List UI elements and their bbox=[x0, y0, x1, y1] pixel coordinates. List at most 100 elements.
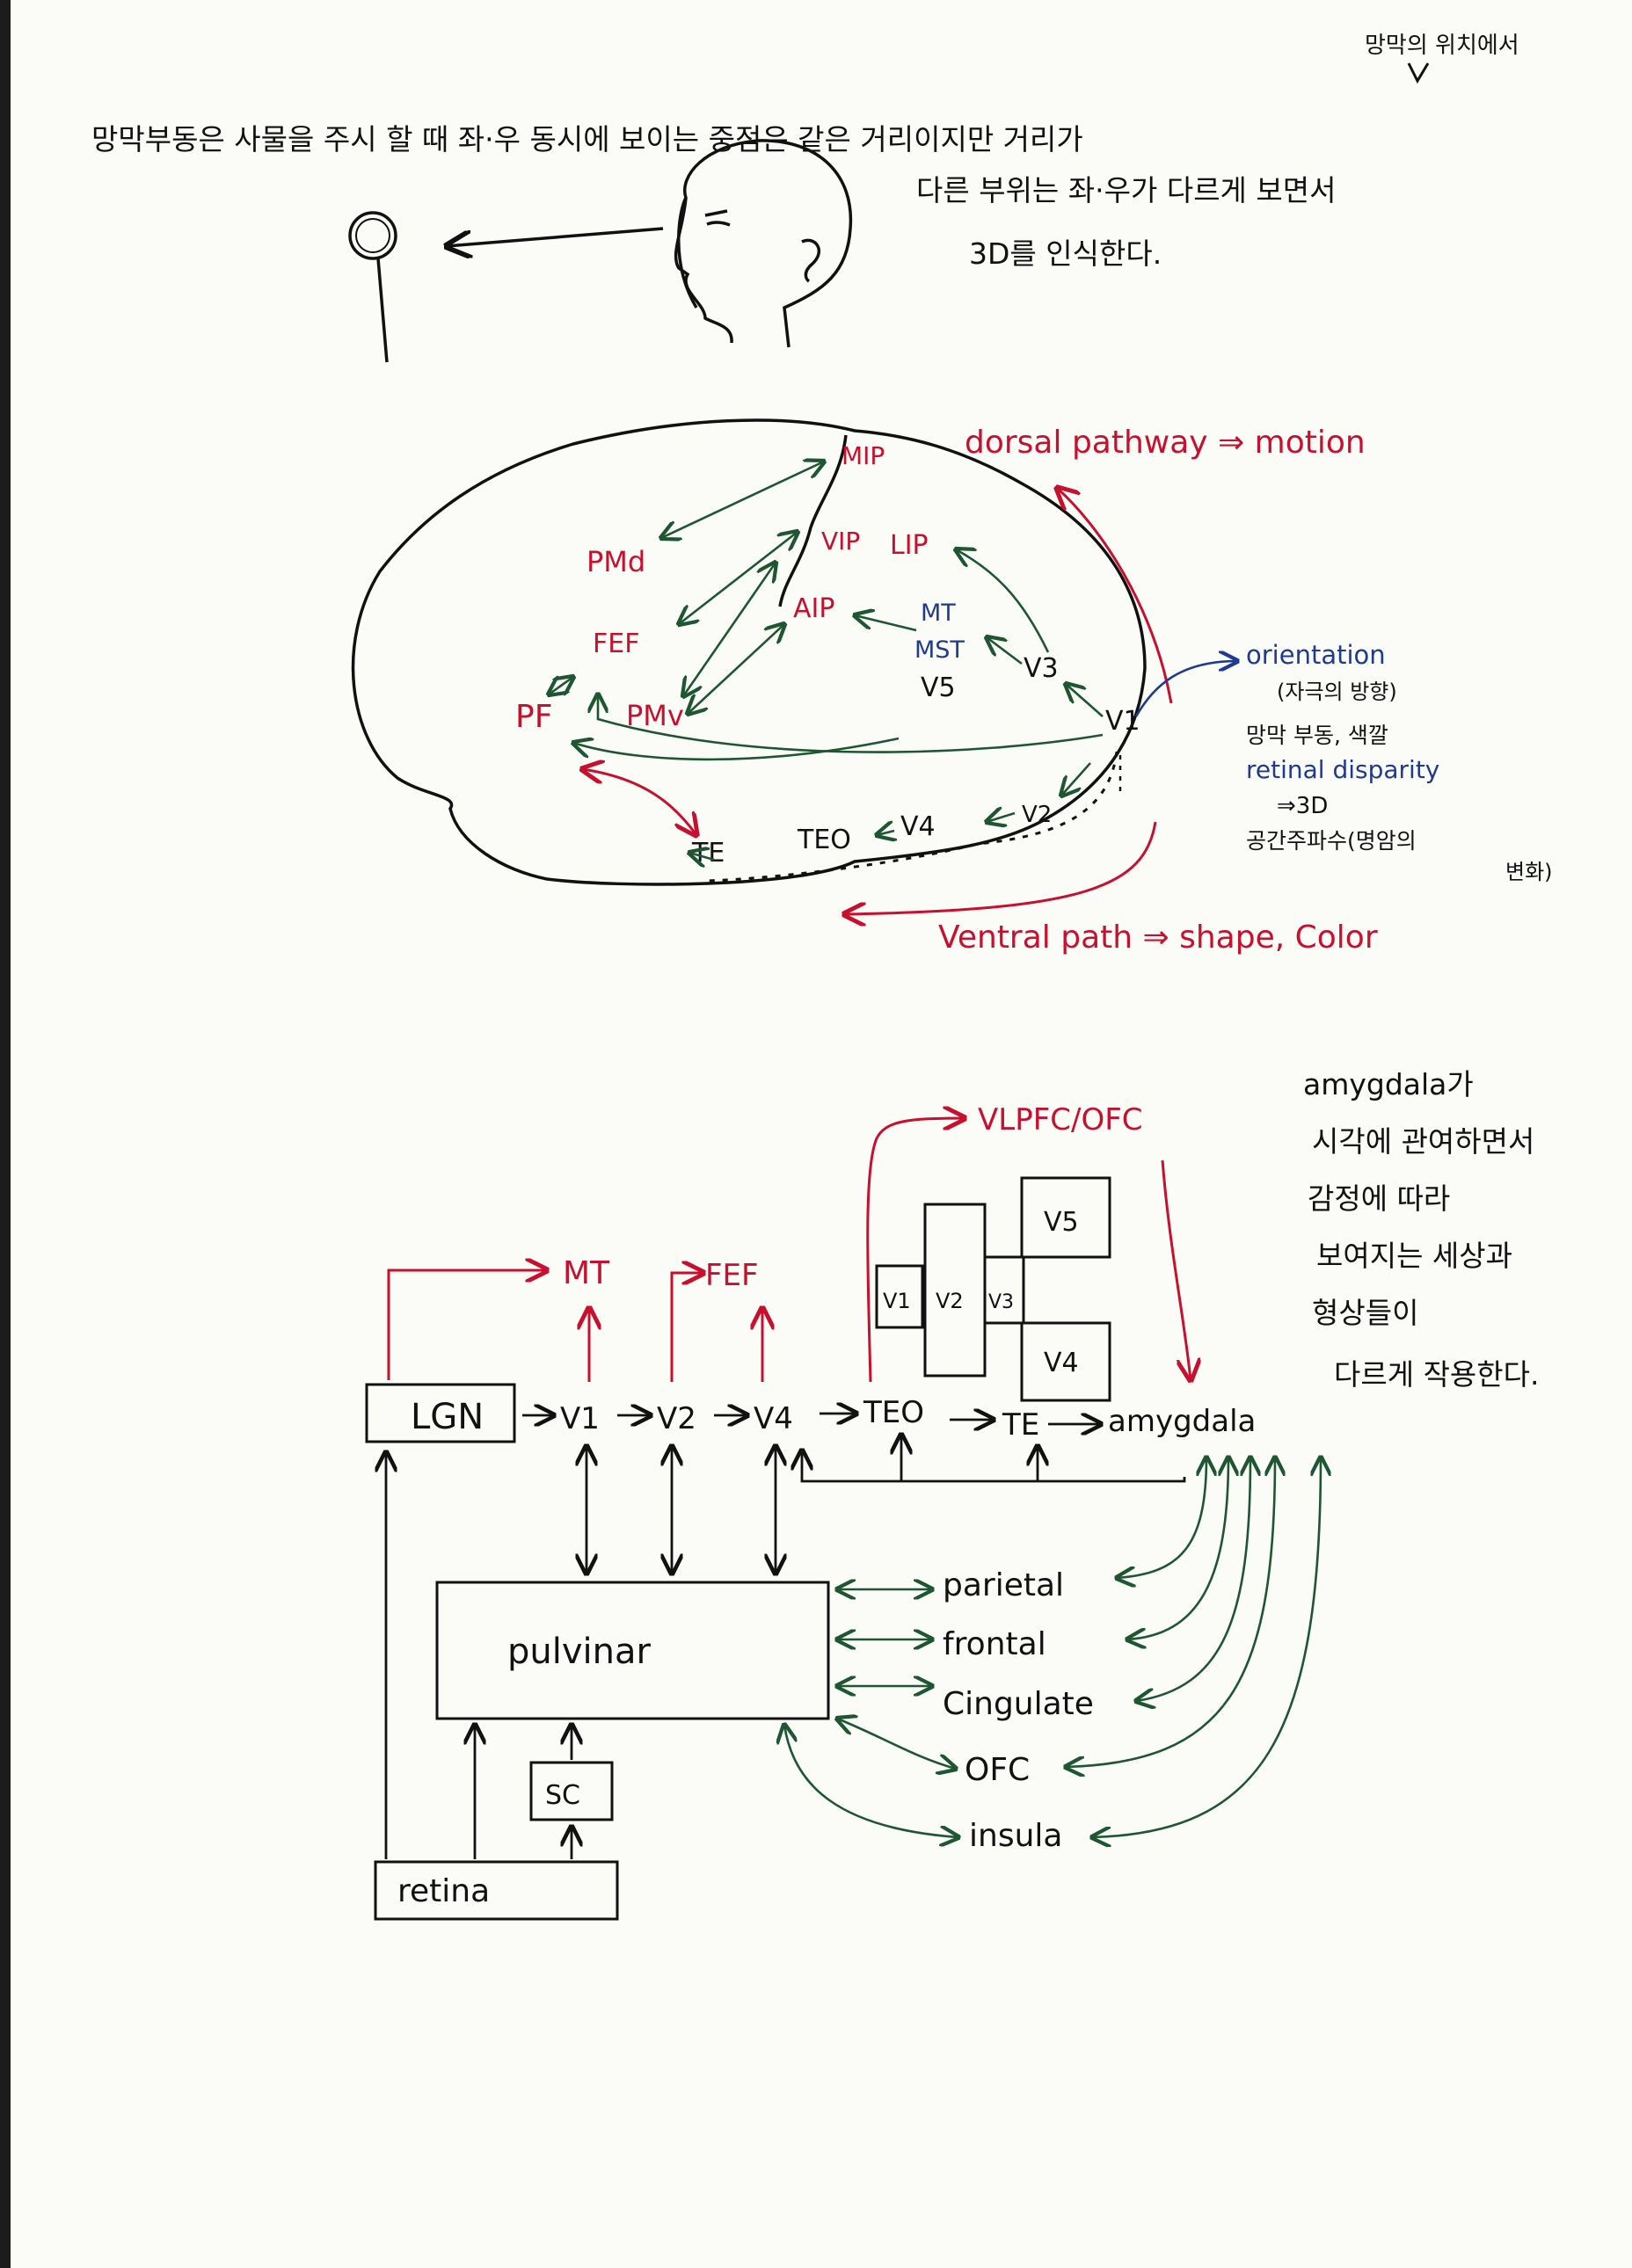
ear-sketch bbox=[801, 238, 820, 283]
flow-sc: SC bbox=[545, 1780, 580, 1811]
label-pmv: PMv bbox=[626, 699, 684, 732]
arrow-v1-v2 bbox=[1061, 762, 1091, 796]
label-v1: V1 bbox=[1105, 706, 1140, 737]
vlpfc-amygdala-arrow bbox=[1161, 1159, 1191, 1380]
box-v4-label: V4 bbox=[1044, 1348, 1079, 1378]
flow-fef: FEF bbox=[705, 1258, 759, 1293]
eye-sketch bbox=[704, 209, 731, 227]
side-note-line-1: amygdala가 bbox=[1303, 1067, 1474, 1101]
label-v4: V4 bbox=[900, 811, 936, 842]
target-stick bbox=[376, 258, 389, 363]
label-v5: V5 bbox=[921, 672, 956, 703]
target-insula: insula bbox=[969, 1818, 1062, 1854]
retina-box bbox=[374, 1860, 619, 1921]
brain-diagram: MIP PMd VIP LIP FEF AIP PF PMv MT MST V5… bbox=[351, 418, 1553, 956]
target-ofc: OFC bbox=[965, 1752, 1030, 1788]
v1-note-disparity-en: retinal disparity bbox=[1246, 755, 1439, 784]
side-note-line-2: 시각에 관여하면서 bbox=[1312, 1124, 1534, 1159]
v1-notes-arrow bbox=[1134, 661, 1237, 717]
label-v3: V3 bbox=[1024, 653, 1059, 684]
label-pf: PF bbox=[515, 699, 552, 735]
v1-note-spatial-frequency-2: 변화) bbox=[1505, 860, 1553, 884]
note-line-1: 망막부동은 사물을 주시 할 때 좌·우 동시에 보이는 중점은 같은 거리이지… bbox=[91, 122, 1083, 156]
flow-amygdala: amygdala bbox=[1108, 1404, 1256, 1439]
side-note-line-3: 감정에 따라 bbox=[1308, 1181, 1450, 1216]
frontal-amygdala-link bbox=[1127, 1457, 1228, 1639]
v1-notes: orientation (자극의 방향) 망막 부동, 색깔 retinal d… bbox=[1246, 640, 1553, 884]
flow-lgn: LGN bbox=[411, 1397, 484, 1437]
brain-outline bbox=[351, 418, 1147, 886]
arrow-pmd-mip bbox=[661, 462, 824, 538]
arrow-teo-te bbox=[689, 853, 715, 860]
flow-te: TE bbox=[1002, 1407, 1039, 1443]
insert-caret bbox=[1407, 62, 1430, 84]
teo-vlpfc-arrow bbox=[866, 1118, 965, 1383]
central-sulcus bbox=[778, 434, 848, 607]
dorsal-arrow bbox=[1057, 488, 1173, 704]
target-parietal: parietal bbox=[943, 1567, 1064, 1603]
arrow-v3-mst bbox=[987, 637, 1023, 665]
sc-box bbox=[529, 1761, 614, 1821]
notebook-page: 망막부동은 사물을 주시 할 때 좌·우 동시에 보이는 중점은 같은 거리이지… bbox=[11, 0, 1632, 2268]
gaze-arrow bbox=[447, 227, 664, 246]
arrow-pmv-aip bbox=[688, 624, 784, 714]
face-profile bbox=[674, 197, 733, 344]
label-v2: V2 bbox=[1022, 802, 1052, 828]
v1-note-disparity-ko: 망막 부동, 색깔 bbox=[1246, 723, 1388, 748]
amygdala-feedback-v4 bbox=[802, 1450, 1186, 1483]
ventral-arrow bbox=[844, 821, 1157, 914]
target-cingulate: Cingulate bbox=[943, 1686, 1094, 1722]
side-note-line-4: 보여지는 세상과 bbox=[1316, 1239, 1512, 1273]
ventral-label: Ventral path ⇒ shape, Color bbox=[938, 920, 1378, 956]
cingulate-amygdala-link bbox=[1136, 1457, 1250, 1701]
dorsal-label: dorsal pathway ⇒ motion bbox=[965, 425, 1366, 461]
flow-teo: TEO bbox=[863, 1395, 924, 1430]
note-insert: 망막의 위치에서 bbox=[1365, 33, 1519, 59]
arrow-fef-vip bbox=[679, 532, 798, 624]
note-line-3: 3D를 인식한다. bbox=[969, 236, 1162, 271]
amygdala-side-note: amygdala가 시각에 관여하면서 감정에 따라 보여지는 세상과 형상들이… bbox=[1303, 1067, 1540, 1392]
note-line-2: 다른 부위는 좌·우가 다르게 보면서 bbox=[916, 173, 1337, 207]
label-mip: MIP bbox=[842, 441, 885, 470]
v1-note-orientation: orientation bbox=[1246, 640, 1386, 670]
box-v4 bbox=[1020, 1321, 1111, 1402]
v1-note-orientation-ko: (자극의 방향) bbox=[1277, 680, 1397, 704]
notes-scene: 망막부동은 사물을 주시 할 때 좌·우 동시에 보이는 중점은 같은 거리이지… bbox=[91, 33, 1553, 1921]
head-profile bbox=[677, 139, 853, 348]
pulvinar-insula-link bbox=[784, 1725, 958, 1837]
lgn-mt-arrow bbox=[387, 1270, 547, 1380]
pulvinar-ofc-link bbox=[837, 1719, 956, 1769]
label-mt: MT bbox=[921, 600, 956, 627]
box-v5 bbox=[1020, 1176, 1111, 1259]
retinal-disparity-note: 망막부동은 사물을 주시 할 때 좌·우 동시에 보이는 중점은 같은 거리이지… bbox=[91, 33, 1519, 271]
flow-diagram: LGN pulvinar SC retina V1 V2 V3 V5 V4 V1… bbox=[365, 1067, 1540, 1921]
box-v2-label: V2 bbox=[936, 1289, 964, 1313]
label-aip: AIP bbox=[793, 593, 834, 624]
flow-retina: retina bbox=[397, 1873, 490, 1909]
target-frontal: frontal bbox=[943, 1626, 1046, 1662]
arrow-v1-fef bbox=[598, 694, 1104, 753]
box-v1 bbox=[875, 1264, 924, 1329]
arrow-v1-v3 bbox=[1066, 684, 1104, 717]
flow-v4: V4 bbox=[754, 1401, 793, 1436]
arrow-mt-aip bbox=[855, 615, 917, 632]
label-mst: MST bbox=[914, 636, 965, 664]
box-v5-label: V5 bbox=[1044, 1207, 1079, 1238]
label-lip: LIP bbox=[890, 530, 929, 561]
pf-te-arrow bbox=[582, 769, 696, 835]
side-note-line-5: 형상들이 bbox=[1312, 1296, 1418, 1330]
target-circle bbox=[348, 211, 397, 260]
eye-target-sketch bbox=[348, 139, 853, 363]
v1-note-spatial-frequency: 공간주파수(명암의 bbox=[1246, 828, 1417, 854]
insula-amygdala-link bbox=[1092, 1457, 1321, 1837]
label-te: TE bbox=[691, 838, 725, 869]
arrow-v2-v4 bbox=[987, 813, 1016, 822]
ventral-dotted-path bbox=[704, 751, 1118, 883]
arrow-fef-pf bbox=[549, 677, 573, 694]
label-fef: FEF bbox=[593, 629, 639, 659]
box-v3 bbox=[983, 1255, 1025, 1325]
label-vip: VIP bbox=[821, 527, 860, 556]
flow-mt: MT bbox=[563, 1255, 610, 1291]
flow-v1: V1 bbox=[560, 1401, 600, 1436]
arrow-v4-teo bbox=[877, 831, 894, 835]
